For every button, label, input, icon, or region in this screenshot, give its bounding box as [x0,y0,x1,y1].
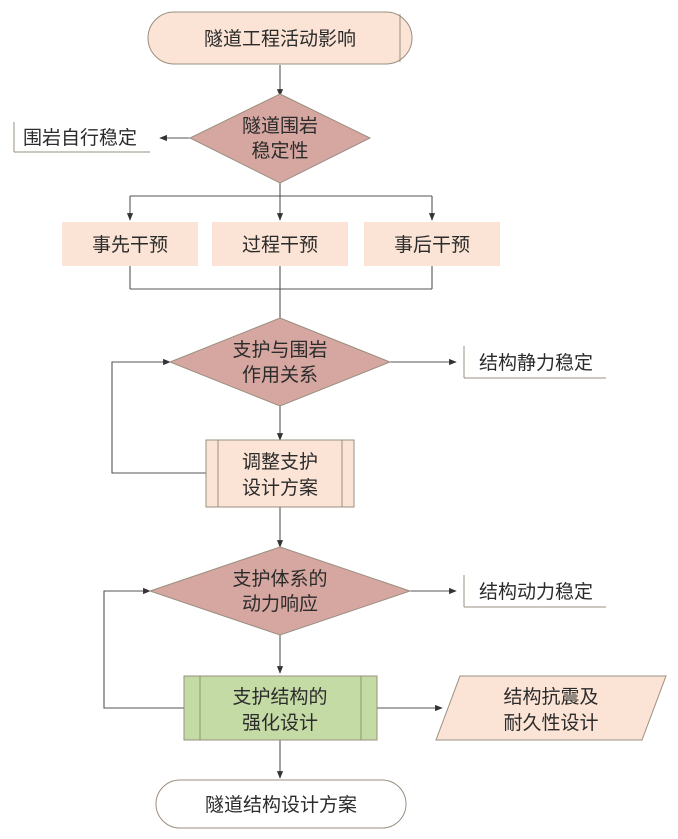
process-adjust-support-line1: 调整支护 [242,451,318,473]
output-rock-self-stable-label: 围岩自行稳定 [23,127,137,149]
io-seismic-durability-line2: 耐久性设计 [503,712,598,734]
end-label: 隧道结构设计方案 [205,794,357,816]
decision-dynamic-response: 支护体系的 动力响应 [148,546,412,636]
process-adjust-support-line2: 设计方案 [242,477,318,499]
process-strengthen-line2: 强化设计 [242,712,318,734]
decision-rock-stability: 隧道围岩 稳定性 [188,93,372,184]
process-adjust-support: 调整支护 设计方案 [205,439,355,508]
intervention-post-label: 事后干预 [394,234,470,256]
edge-adjust-loop [111,358,206,474]
decision-dynamic-response-line1: 支护体系的 [232,568,327,590]
output-static-stable-label: 结构静力稳定 [479,352,593,374]
decision-support-rock-line2: 作用关系 [242,364,318,386]
output-static-stable: 结构静力稳定 [458,346,606,379]
decision-rock-stability-line2: 稳定性 [251,140,308,162]
intervention-process: 过程干预 [212,222,348,266]
edge-strengthen-loop [103,587,184,709]
intervention-pre: 事先干预 [62,222,198,266]
connectors [103,65,457,779]
process-strengthen: 支护结构的 强化设计 [183,675,378,741]
start-node: 隧道工程活动影响 [147,11,413,65]
io-seismic-durability: 结构抗震及 耐久性设计 [435,675,667,741]
output-dynamic-stable: 结构动力稳定 [458,575,606,608]
start-label: 隧道工程活动影响 [204,28,356,50]
decision-support-rock: 支护与围岩 作用关系 [168,317,392,407]
intervention-process-label: 过程干预 [242,234,318,256]
decision-support-rock-line1: 支护与围岩 [232,339,327,361]
io-seismic-durability-line1: 结构抗震及 [503,686,598,708]
intervention-pre-label: 事先干预 [92,234,168,256]
decision-rock-stability-line1: 隧道围岩 [242,115,318,137]
output-dynamic-stable-label: 结构动力稳定 [479,581,593,603]
process-strengthen-line1: 支护结构的 [232,686,327,708]
intervention-post: 事后干预 [364,222,500,266]
decision-dynamic-response-line2: 动力响应 [242,593,318,615]
output-rock-self-stable: 围岩自行稳定 [8,122,150,153]
end-node: 隧道结构设计方案 [155,779,407,829]
